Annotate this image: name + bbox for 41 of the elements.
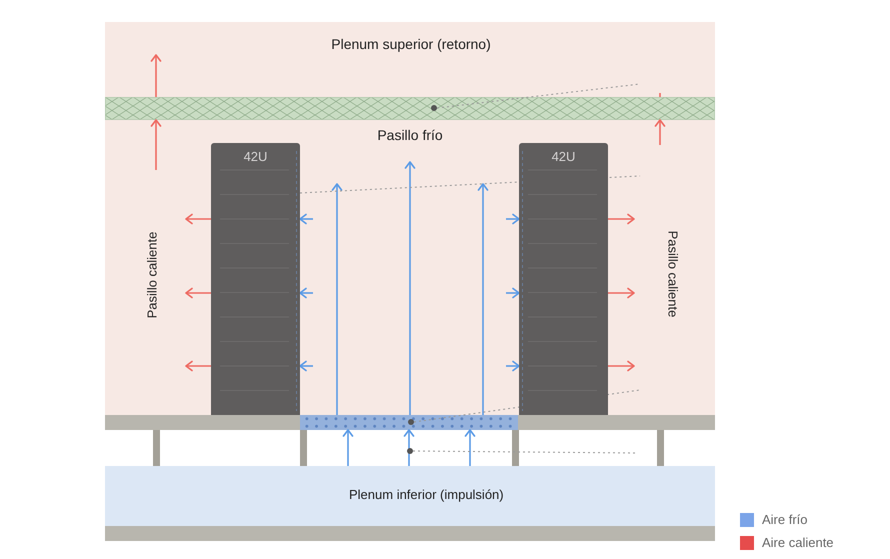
- airflow-arrow: [299, 214, 313, 224]
- leader-line: [436, 84, 640, 108]
- airflow-arrow: [506, 288, 520, 298]
- airflow-arrow: [506, 360, 520, 372]
- airflow-arrow: [608, 360, 635, 372]
- zone-label: Plenum superior (retorno): [331, 36, 491, 52]
- legend-label: Aire caliente: [762, 536, 834, 550]
- airflow-arrow: [299, 360, 313, 372]
- zone-label: Pasillo caliente: [146, 232, 160, 318]
- perforated-floor-tile: [300, 415, 518, 430]
- rack-unit-label: 42U: [244, 150, 268, 165]
- airflow-arrow: [185, 360, 211, 372]
- ceiling-grille: [105, 97, 715, 120]
- airflow-arrow: [608, 214, 635, 224]
- airflow-arrow: [150, 119, 162, 170]
- rack-unit-label: 42U: [552, 150, 576, 165]
- airflow-arrow: [506, 214, 520, 224]
- airflow-arrow: [404, 161, 416, 415]
- airflow-arrow: [608, 288, 635, 298]
- airflow-arrow: [185, 214, 211, 224]
- airflow-arrow: [150, 54, 162, 97]
- zone-label: Pasillo frío: [377, 126, 443, 144]
- underfloor-plenum: [105, 466, 715, 526]
- server-rack: [519, 143, 608, 415]
- airflow-arrow: [342, 429, 354, 466]
- airflow-arrow: [464, 429, 476, 466]
- airflow-arrow: [332, 183, 342, 415]
- leader-line: [300, 176, 640, 194]
- airflow-arrow: [299, 288, 313, 298]
- leader-line: [412, 450, 636, 454]
- leader-dot: [407, 448, 413, 454]
- plenum-label: Plenum inferior (impulsión): [349, 488, 504, 503]
- leader-dot: [408, 419, 414, 425]
- airflow-line: [659, 93, 661, 97]
- airflow-arrow: [185, 288, 211, 298]
- legend-label: Aire frío: [762, 512, 808, 528]
- server-rack: [211, 143, 300, 415]
- airflow-arrow: [404, 429, 414, 466]
- airflow-arrow: [478, 183, 488, 415]
- zone-label: Pasillo caliente: [664, 230, 680, 318]
- airflow-arrow: [654, 119, 666, 145]
